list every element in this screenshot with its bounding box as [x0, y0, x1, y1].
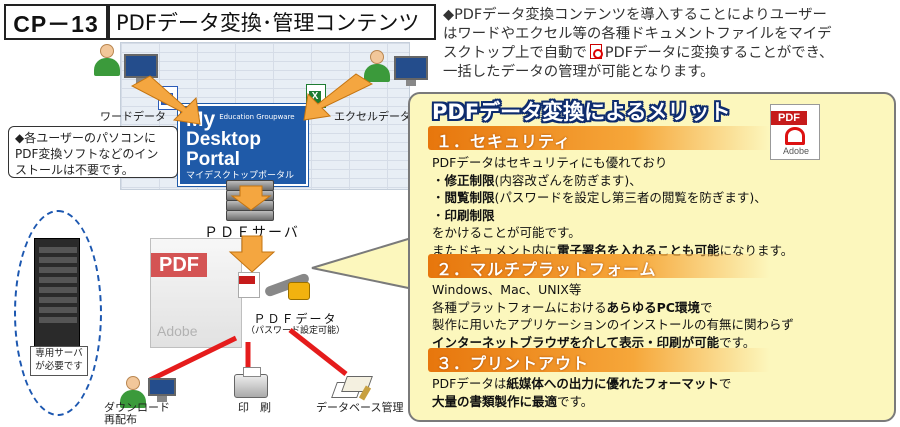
excel-data-label: エクセルデータ	[334, 110, 411, 123]
word-data-label: ワードデータ	[100, 110, 166, 123]
pdf-document-icon: PDF Adobe	[150, 238, 242, 348]
body-line: PDFデータはセキュリティにも優れており	[432, 155, 668, 170]
body-line: またドキュメント内に電子署名を入れることも可能になります。	[432, 242, 794, 258]
page-title: PDFデータ変換･管理コンテンツ	[108, 4, 436, 40]
logo-line: マイデスクトップポータル	[186, 171, 295, 181]
database-documents-icon	[331, 374, 374, 401]
section-bar-multiplatform	[428, 254, 770, 278]
adobe-icon-text: Adobe	[783, 146, 810, 156]
code-label: CP－13	[13, 11, 99, 37]
pdf-server-icon	[226, 180, 274, 221]
logo-sub: Education Groupware	[219, 113, 295, 121]
adobe-text: Adobe	[157, 323, 198, 339]
body-line: 大量の書類製作に最適です。	[432, 393, 594, 409]
adobe-pdf-icon: PDF Adobe	[770, 104, 820, 160]
intro-line-part: スクトップ上で自動で	[443, 45, 587, 61]
print-label: 印 刷	[238, 401, 271, 414]
monitor-icon	[148, 378, 176, 402]
note-box: ◆各ユーザーのパソコンに PDF変換ソフトなどのイン ストールは不要です。	[8, 126, 178, 178]
body-line: ・閲覧制限(パスワードを設定し第三者の閲覧を防ぎます)、	[432, 190, 767, 205]
download-label-line: 再配布	[104, 413, 137, 426]
server-group-outline	[14, 210, 102, 416]
section-bar-printout	[428, 348, 770, 372]
download-label: ダウンロード 再配布	[104, 402, 170, 426]
printer-icon	[234, 367, 268, 398]
body-line: インターネットブラウザを介して表示・印刷が可能です。	[432, 334, 756, 350]
intro-line: スクトップ上で自動で PDFデータに変換することができ、	[443, 44, 895, 63]
section-title-security: １．セキュリティ	[436, 132, 572, 151]
intro-text: ◆PDFデータ変換コンテンツを導入することによりユーザー はワードやエクセル等の…	[443, 6, 895, 82]
adobe-icon-band: PDF	[771, 111, 807, 125]
database-label: データベース管理	[316, 401, 404, 414]
user-icon	[92, 44, 120, 78]
body-line: をかけることが可能です。	[432, 225, 581, 240]
body-line: 各種プラットフォームにおけるあらゆるPC環境で	[432, 299, 713, 315]
pdf-data-title: ＰＤＦデータ	[253, 312, 338, 326]
body-line: PDFデータは紙媒体への出力に優れたフォーマットで	[432, 376, 732, 391]
section-body-security: PDFデータはセキュリティにも優れており ・修正制限(内容改ざんを防ぎます)、 …	[432, 154, 793, 259]
section-body-multiplatform: Windows、Mac、UNIX等 各種プラットフォームにおけるあらゆるPC環境…	[432, 281, 794, 351]
intro-line: 一括したデータの管理が可能となります。	[443, 64, 715, 80]
merit-title: PDFデータ変換によるメリット	[432, 100, 731, 124]
download-label-line: ダウンロード	[104, 401, 170, 414]
pdf-file-icon	[238, 272, 260, 298]
intro-line: ◆PDFデータ変換コンテンツを導入することによりユーザー	[443, 7, 827, 23]
note-line: PDF変換ソフトなどのイン	[15, 147, 159, 161]
logo-line: Portal	[186, 149, 240, 170]
pdf-data-label: ＰＤＦデータ （パスワード設定可能）	[246, 313, 345, 337]
server-note-line: 専用サーバ	[35, 348, 83, 359]
body-line: ・印刷制限	[432, 207, 495, 223]
section-body-printout: PDFデータは紙媒体への出力に優れたフォーマットで 大量の書類製作に最適です。	[432, 375, 731, 410]
code-box: CP－13	[4, 4, 108, 40]
word-icon: W	[158, 86, 178, 110]
intro-line: はワードやエクセル等の各種ドキュメントファイルをマイデ	[443, 26, 832, 42]
monitor-icon	[124, 54, 158, 84]
note-line: ◆各ユーザーのパソコンに	[15, 131, 156, 145]
pdf-icon	[589, 44, 603, 59]
section-bar-security	[428, 126, 770, 150]
logo-line: Desktop	[186, 129, 261, 150]
server-note-line: が必要です	[35, 361, 83, 372]
callout-pointer	[311, 234, 419, 292]
section-title-printout: ３．プリントアウト	[436, 354, 590, 373]
pdf-data-sub: （パスワード設定可能）	[246, 326, 346, 336]
section-title-multiplatform: ２．マルチプラットフォーム	[436, 260, 657, 279]
note-line: ストールは不要です。	[15, 163, 134, 177]
title-text: PDFデータ変換･管理コンテンツ	[116, 11, 420, 35]
monitor-icon	[394, 56, 428, 86]
lock-icon	[288, 282, 310, 300]
body-line: 製作に用いたアプリケーションのインストールの有無に関わらず	[432, 317, 794, 332]
server-rack-icon	[34, 238, 80, 348]
body-line: Windows、Mac、UNIX等	[432, 282, 582, 297]
server-note: 専用サーバ が必要です	[30, 346, 88, 376]
user-icon	[362, 50, 390, 84]
excel-icon: X	[306, 84, 326, 108]
body-line: ・修正制限(内容改ざんを防ぎます)、	[432, 172, 642, 188]
logo-line: My	[186, 108, 216, 131]
user-icon	[118, 376, 146, 410]
pdf-band: PDF	[151, 253, 207, 277]
intro-line-part: PDFデータに変換することができ、	[604, 45, 834, 61]
